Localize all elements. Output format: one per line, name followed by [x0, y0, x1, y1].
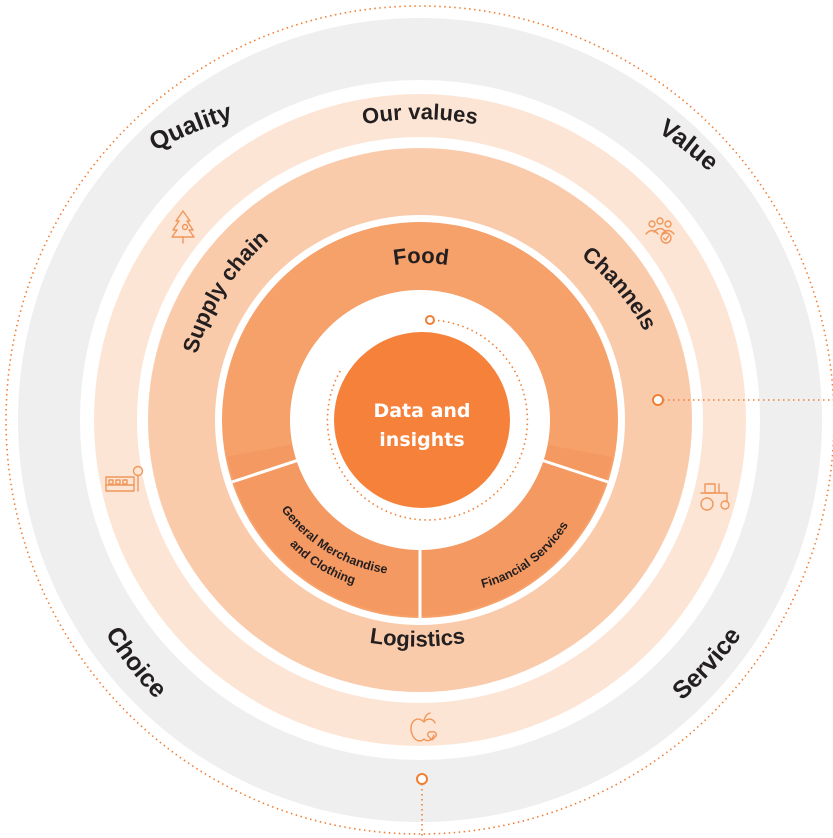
- right-connector-node: [652, 394, 664, 406]
- bottom-segments-shade: [224, 420, 616, 616]
- factory-icon: [105, 465, 144, 492]
- people-icon: [645, 217, 675, 244]
- apple-heart-icon: [410, 712, 437, 742]
- outer-dotted-ring: [5, 5, 833, 835]
- orbit-node: [425, 315, 435, 325]
- logistics-label: Logistics: [369, 623, 467, 652]
- tractor-icon: [700, 483, 730, 511]
- center-label-line2: insights: [379, 429, 464, 451]
- tree-icon: [171, 210, 195, 244]
- bottom-connector-node: [416, 773, 428, 785]
- center-label-line1: Data and: [373, 400, 470, 422]
- center-circle: [334, 332, 510, 508]
